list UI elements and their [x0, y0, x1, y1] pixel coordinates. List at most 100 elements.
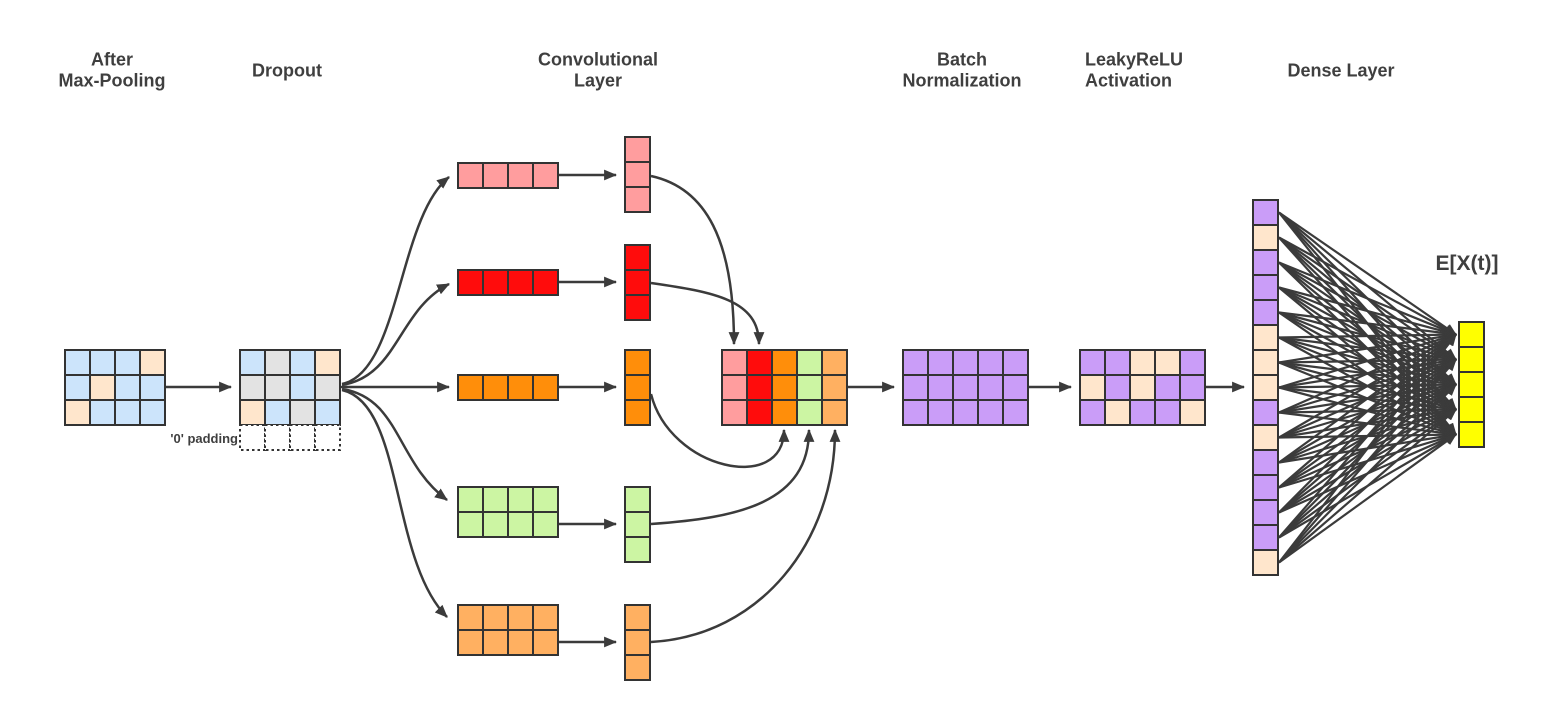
dense-connection	[1278, 236, 1457, 336]
dense-input-strip-cell-r9c0	[1252, 424, 1279, 451]
conv-kernel-lightorange-cell-r1c0	[457, 629, 484, 656]
maxpool-grid-cell-r2c3	[139, 399, 166, 426]
dropout-grid-cell-r1c0	[239, 374, 266, 401]
dense-connection	[1278, 408, 1457, 564]
dense-connection	[1278, 333, 1457, 539]
output-strip-cell-r2c0	[1458, 371, 1485, 398]
grid-layer	[64, 136, 1485, 681]
label-after-max-pooling: Max-Pooling	[59, 70, 166, 90]
dense-input-strip-cell-r12c0	[1252, 499, 1279, 526]
dense-connection	[1278, 333, 1457, 564]
combined-feature-grid-cell-r0c0	[721, 349, 748, 376]
dense-connection	[1278, 333, 1457, 514]
leakyrelu-grid-cell-r1c2	[1129, 374, 1156, 401]
dense-connection	[1278, 331, 1457, 364]
batchnorm-grid-cell-r0c1	[927, 349, 954, 376]
leakyrelu-grid-cell-r2c0	[1079, 399, 1106, 426]
dense-connection	[1278, 333, 1457, 489]
dense-input-strip-cell-r3c0	[1252, 274, 1279, 301]
combined-feature-grid-cell-r1c3	[796, 374, 823, 401]
dense-connection	[1278, 261, 1457, 336]
conv-kernel-green-cell-r0c3	[532, 486, 559, 513]
dense-input-strip-cell-r13c0	[1252, 524, 1279, 551]
conv-kernel-orange-cell-r0c1	[482, 374, 509, 401]
label-batch-normalization: Normalization	[902, 70, 1021, 90]
curve-dropout-to-kernel-red	[341, 282, 450, 387]
curve-out-orange-to-combined	[649, 393, 790, 469]
conv-out-pink-cell-r2c0	[624, 186, 651, 213]
leakyrelu-grid-cell-r1c0	[1079, 374, 1106, 401]
leakyrelu-grid-cell-r1c3	[1154, 374, 1181, 401]
leakyrelu-grid-cell-r2c2	[1129, 399, 1156, 426]
conv-kernel-green-cell-r1c2	[507, 511, 534, 538]
maxpool-grid-cell-r2c1	[89, 399, 116, 426]
conv-out-orange	[624, 349, 651, 426]
conv-kernel-lightorange-cell-r0c1	[482, 604, 509, 631]
zero-padding-row	[239, 424, 341, 451]
combined-feature-grid	[721, 349, 848, 426]
conv-kernel-lightorange-cell-r1c2	[507, 629, 534, 656]
combined-feature-grid-cell-r2c1	[746, 399, 773, 426]
dropout-grid	[239, 349, 341, 426]
combined-feature-grid-cell-r2c2	[771, 399, 798, 426]
label-convolutional-layer: Convolutional	[538, 49, 658, 69]
leakyrelu-grid-cell-r0c0	[1079, 349, 1106, 376]
conv-kernel-orange	[457, 374, 559, 401]
dense-input-strip-cell-r8c0	[1252, 399, 1279, 426]
dense-connection	[1278, 329, 1457, 340]
maxpool-grid-cell-r1c0	[64, 374, 91, 401]
conv-kernel-green-cell-r0c2	[507, 486, 534, 513]
dense-input-strip-cell-r11c0	[1252, 474, 1279, 501]
dense-input-strip-cell-r4c0	[1252, 299, 1279, 326]
conv-kernel-red-cell-r0c1	[482, 269, 509, 296]
curve-dropout-to-kernel-pink	[341, 176, 450, 386]
leakyrelu-grid-cell-r2c4	[1179, 399, 1206, 426]
output-strip-cell-r1c0	[1458, 346, 1485, 373]
conv-kernel-pink-cell-r0c2	[507, 162, 534, 189]
dense-input-strip-cell-r2c0	[1252, 249, 1279, 276]
dense-connection	[1278, 433, 1457, 564]
combined-feature-grid-cell-r1c2	[771, 374, 798, 401]
label-expected-output: E[X(t)]	[1436, 252, 1499, 275]
dropout-grid-cell-r1c2	[289, 374, 316, 401]
dense-connection	[1278, 383, 1457, 564]
batchnorm-grid-cell-r1c1	[927, 374, 954, 401]
dropout-grid-cell-r1c3	[314, 374, 341, 401]
batchnorm-grid-cell-r2c1	[927, 399, 954, 426]
output-strip-cell-r4c0	[1458, 421, 1485, 448]
dense-connection	[1278, 332, 1457, 389]
label-after-max-pooling: After	[91, 49, 133, 69]
conv-out-orange-cell-r2c0	[624, 399, 651, 426]
label-zero-padding: '0' padding	[170, 431, 238, 446]
dropout-grid-cell-r2c1	[264, 399, 291, 426]
conv-out-green	[624, 486, 651, 563]
batchnorm-grid-cell-r2c4	[1002, 399, 1029, 426]
conv-kernel-green-cell-r1c0	[457, 511, 484, 538]
output-strip-cell-r0c0	[1458, 321, 1485, 348]
dense-input-strip	[1252, 199, 1279, 576]
maxpool-grid-cell-r2c0	[64, 399, 91, 426]
combined-feature-grid-cell-r2c3	[796, 399, 823, 426]
dropout-grid-cell-r0c0	[239, 349, 266, 376]
conv-out-lightorange	[624, 604, 651, 681]
dense-connection	[1278, 333, 1457, 439]
maxpool-grid-cell-r1c2	[114, 374, 141, 401]
batchnorm-grid-cell-r2c2	[952, 399, 979, 426]
batchnorm-grid-cell-r1c2	[952, 374, 979, 401]
zero-padding-row-cell-r0c1	[264, 424, 291, 451]
dense-input-strip-cell-r5c0	[1252, 324, 1279, 351]
conv-kernel-pink-cell-r0c3	[532, 162, 559, 189]
leakyrelu-grid-cell-r1c1	[1104, 374, 1131, 401]
combined-feature-grid-cell-r2c0	[721, 399, 748, 426]
leakyrelu-grid-cell-r2c3	[1154, 399, 1181, 426]
batchnorm-grid-cell-r0c3	[977, 349, 1004, 376]
conv-kernel-green-cell-r0c1	[482, 486, 509, 513]
batchnorm-grid	[902, 349, 1029, 426]
combined-feature-grid-cell-r0c1	[746, 349, 773, 376]
label-batch-normalization: Batch	[937, 49, 987, 69]
combined-feature-grid-cell-r1c4	[821, 374, 848, 401]
output-strip	[1458, 321, 1485, 448]
conv-kernel-lightorange-cell-r0c3	[532, 604, 559, 631]
